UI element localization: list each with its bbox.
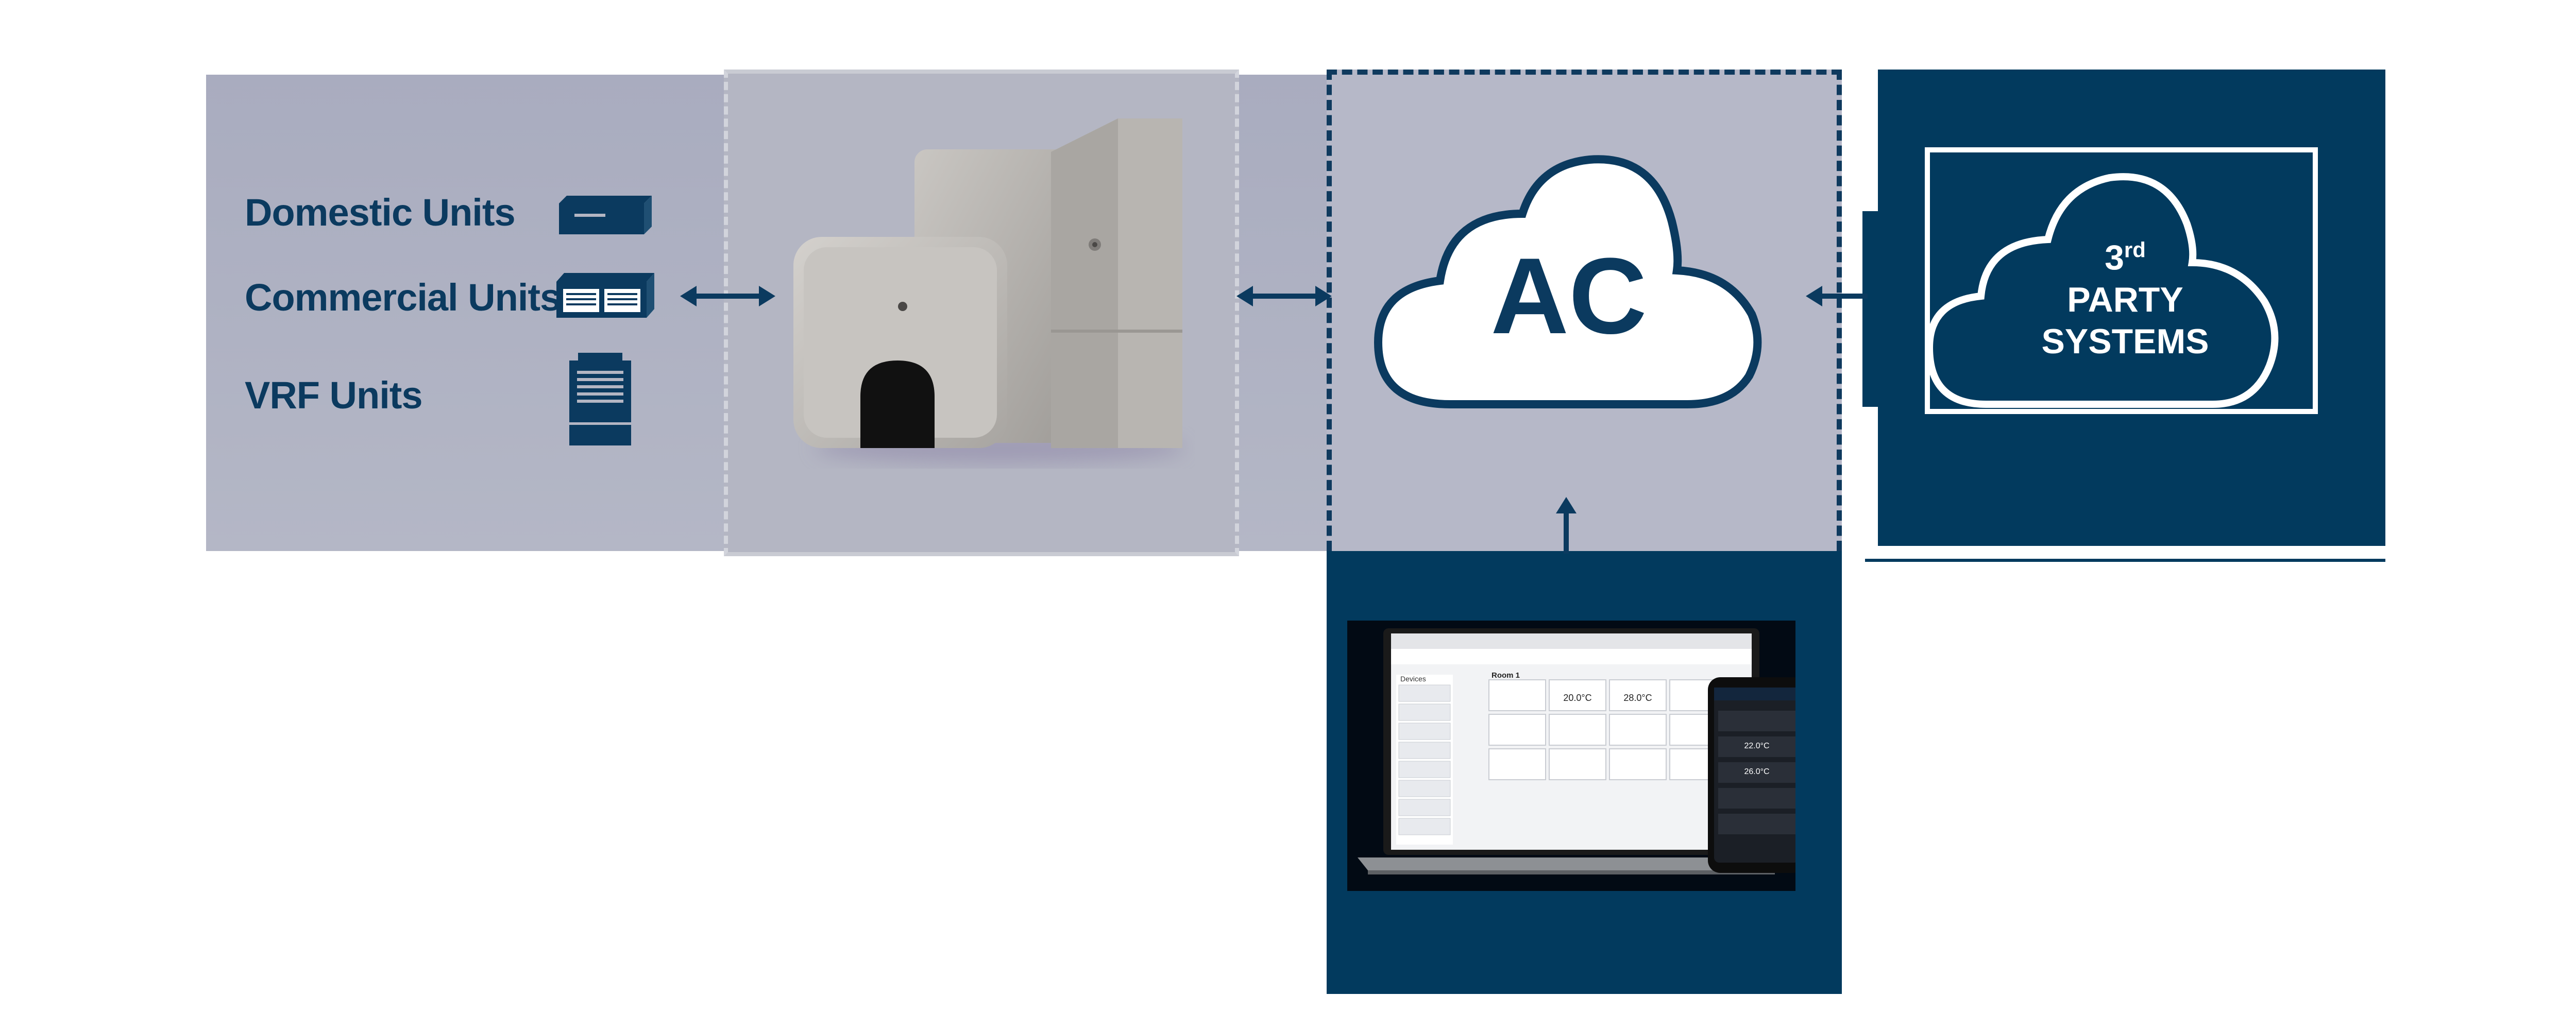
- laptop-devices-title: Devices: [1400, 675, 1426, 683]
- third-party-underline: [1865, 559, 2385, 562]
- bidirectional-arrow-units-gateway: [680, 286, 775, 306]
- vrf-unit-icon: [569, 353, 631, 445]
- commercial-unit-icon: [556, 273, 654, 318]
- third-party-superscript: rd: [2124, 237, 2146, 262]
- app-screens-illustration: [1358, 628, 1795, 874]
- third-party-number: 3: [2105, 238, 2124, 277]
- third-party-label: 3rd PARTY SYSTEMS: [1984, 237, 2267, 363]
- arrow-third-party-to-cloud: [1806, 286, 1868, 306]
- phone-temp-1: 22.0°C: [1744, 742, 1770, 750]
- third-party-label-line2: PARTY: [2067, 280, 2183, 319]
- third-party-label-line1: 3rd: [1984, 237, 2267, 279]
- domestic-unit-icon: [559, 196, 652, 234]
- laptop-setpoint-1: 20.0°C: [1563, 693, 1592, 703]
- cloud-label: AC: [1490, 235, 1647, 356]
- gateway-devices-image: [793, 118, 1185, 464]
- vrf-units-label: VRF Units: [245, 374, 423, 417]
- third-party-frame: [1925, 147, 2318, 414]
- phone-temp-2: 26.0°C: [1744, 767, 1770, 776]
- laptop-setpoint-2: 28.0°C: [1623, 693, 1652, 703]
- third-party-label-line3: SYSTEMS: [2041, 322, 2209, 362]
- commercial-units-label: Commercial Units: [245, 276, 561, 319]
- domestic-units-label: Domestic Units: [245, 191, 516, 234]
- laptop-room-title: Room 1: [1492, 671, 1520, 680]
- arrow-apps-to-cloud: [1556, 497, 1577, 554]
- bidirectional-arrow-gateway-cloud: [1236, 286, 1332, 306]
- cloud-icon: [1374, 155, 1762, 408]
- third-party-cloud-icon: [1925, 173, 2279, 408]
